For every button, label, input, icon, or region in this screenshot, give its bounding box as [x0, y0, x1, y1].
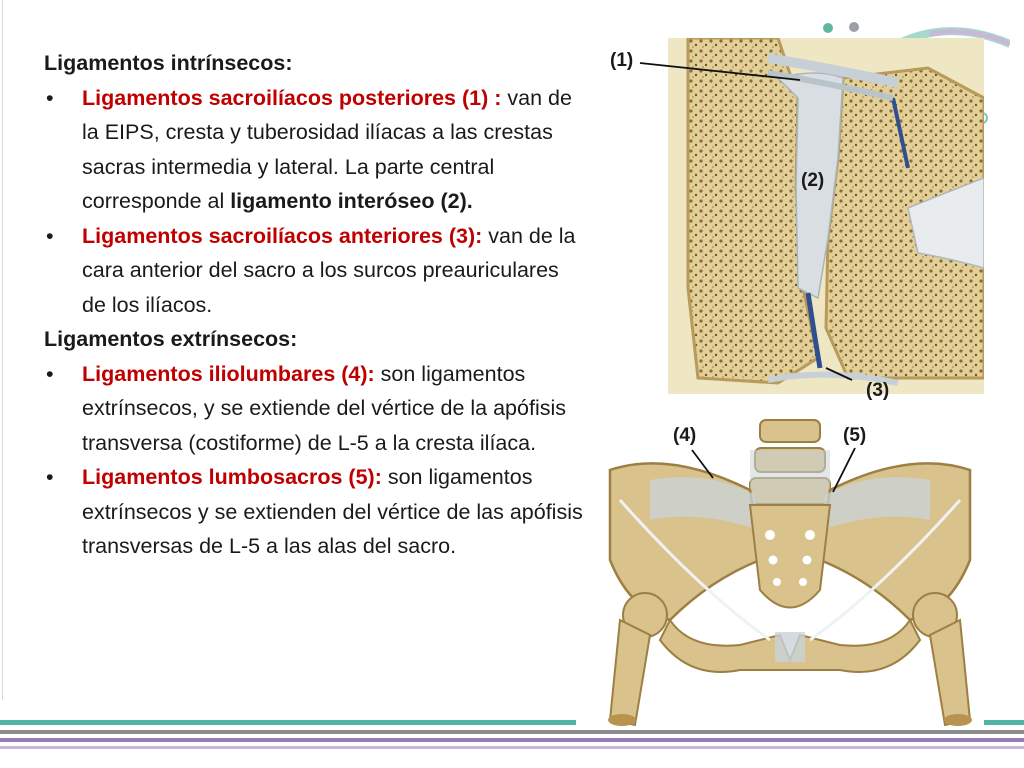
callout-4: (4) [673, 425, 697, 446]
term-posterior: Ligamentos sacroilíacos posteriores (1) … [82, 85, 502, 110]
bullet-posterior-ligaments: Ligamentos sacroilíacos posteriores (1) … [44, 81, 584, 219]
interosseous-ligament: ligamento interóseo (2). [230, 189, 473, 213]
desc-lumbosacral: son ligamentos extrínsecos y se extiende… [82, 465, 583, 558]
list-extrinsic: Ligamentos iliolumbares (4): son ligamen… [44, 357, 584, 564]
pelvis-anterior-illustration [608, 419, 972, 727]
callout-3: (3) [866, 380, 890, 401]
band-lavender [0, 746, 1024, 749]
main-text: Ligamentos intrínsecos: Ligamentos sacro… [44, 46, 584, 564]
heading-intrinsic: Ligamentos intrínsecos: [44, 51, 293, 75]
term-iliolumbar: Ligamentos iliolumbares (4): [82, 361, 375, 386]
callout-2: (2) [801, 170, 825, 191]
left-edge-line [2, 0, 3, 700]
desc-anterior: van de la cara anterior del sacro a los … [82, 223, 576, 317]
band-teal-left [0, 720, 576, 725]
term-lumbosacral: Ligamentos lumbosacros (5): [82, 465, 382, 489]
band-teal-right [984, 720, 1024, 725]
sacroiliac-section-illustration [668, 38, 984, 394]
list-intrinsic: Ligamentos sacroilíacos posteriores (1) … [44, 81, 584, 323]
bullet-lumbosacral-ligaments: Ligamentos lumbosacros (5): son ligament… [44, 460, 584, 564]
callout-5: (5) [843, 425, 867, 446]
heading-extrinsic: Ligamentos extrínsecos: [44, 327, 298, 351]
callout-1: (1) [610, 50, 634, 71]
band-gray [0, 730, 1024, 734]
term-anterior: Ligamentos sacroilíacos anteriores (3): [82, 223, 483, 248]
bullet-iliolumbar-ligaments: Ligamentos iliolumbares (4): son ligamen… [44, 357, 584, 461]
desc-posterior: van de la EIPS, cresta y tuberosidad ilí… [82, 85, 572, 214]
bullet-anterior-ligaments: Ligamentos sacroilíacos anteriores (3): … [44, 219, 584, 323]
band-purple [0, 738, 1024, 742]
desc-iliolumbar: son ligamentos extrínsecos, y se extiend… [82, 361, 567, 455]
